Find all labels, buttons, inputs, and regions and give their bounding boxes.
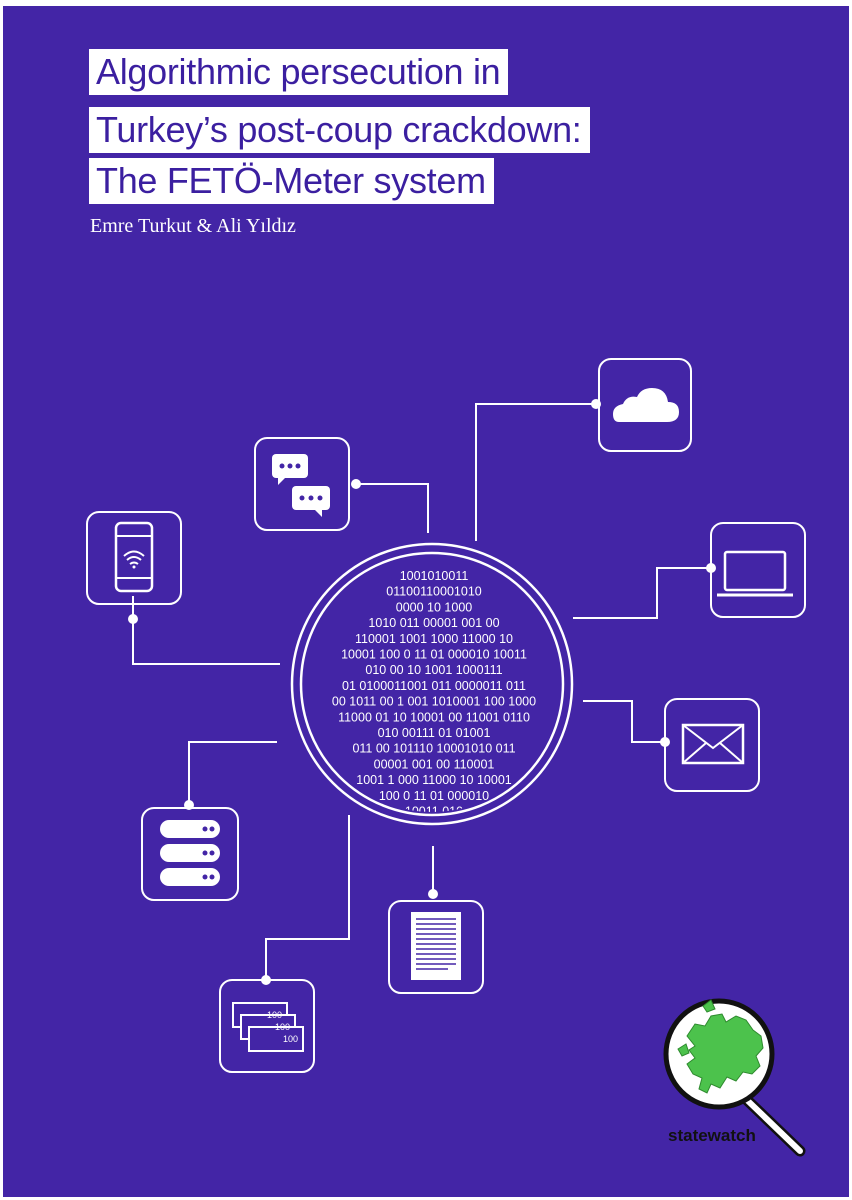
- binary-line: 00 1011 00 1 001 1010001 100 1000: [332, 695, 536, 709]
- title-line-2: Turkey’s post-coup crackdown:: [89, 107, 590, 153]
- binary-line: 10011 010: [405, 805, 463, 819]
- banknotes-icon: 100 100 100: [219, 979, 315, 1073]
- binary-line: 110001 1001 1000 11000 10: [355, 632, 513, 646]
- binary-line: 010 00111 01 01001: [378, 726, 491, 740]
- binary-line: 100 0 11 01 000010: [379, 789, 489, 803]
- banknote-label-front: 100: [283, 1034, 298, 1044]
- binary-line: 11000 01 10 10001 00 11001 0110: [338, 710, 530, 724]
- title-line-1: Algorithmic persecution in: [89, 49, 509, 95]
- laptop-icon: [710, 522, 806, 618]
- smartphone-wifi-icon: [86, 511, 182, 605]
- binary-line: 010 00 10 1001 1000111: [365, 663, 502, 677]
- envelope-icon: [664, 698, 760, 792]
- title-line-3: The FETÖ-Meter system: [89, 158, 494, 204]
- statewatch-logo: [663, 998, 806, 1157]
- binary-line: 1001010011: [400, 569, 469, 583]
- authors: Emre Turkut & Ali Yıldız: [90, 215, 296, 237]
- binary-line: 10001 100 0 11 01 000010 10011: [341, 648, 527, 662]
- connector-dots: [128, 399, 716, 985]
- cloud-icon: [598, 358, 692, 452]
- connector-lines: [132, 403, 711, 980]
- binary-line: 01 0100011001 011 0000011 011: [342, 679, 526, 693]
- binary-line: 1010 011 00001 001 00: [368, 616, 499, 630]
- binary-line: 01100110001010: [386, 585, 482, 599]
- binary-line: 00001 001 00 110001: [374, 757, 495, 771]
- statewatch-wordmark: statewatch: [668, 1126, 756, 1145]
- chat-bubbles-icon: [254, 437, 350, 531]
- document-icon: [388, 900, 484, 994]
- binary-line: 0000 10 1000: [396, 600, 473, 614]
- banknote-label-middle: 100: [275, 1022, 290, 1032]
- binary-line: 1001 1 000 11000 10 10001: [356, 773, 512, 787]
- banknote-label-back: 100: [267, 1010, 282, 1020]
- report-cover: Algorithmic persecution in Turkey’s post…: [3, 6, 849, 1197]
- binary-line: 011 00 101110 10001010 011: [352, 742, 515, 756]
- server-icon: [141, 807, 239, 901]
